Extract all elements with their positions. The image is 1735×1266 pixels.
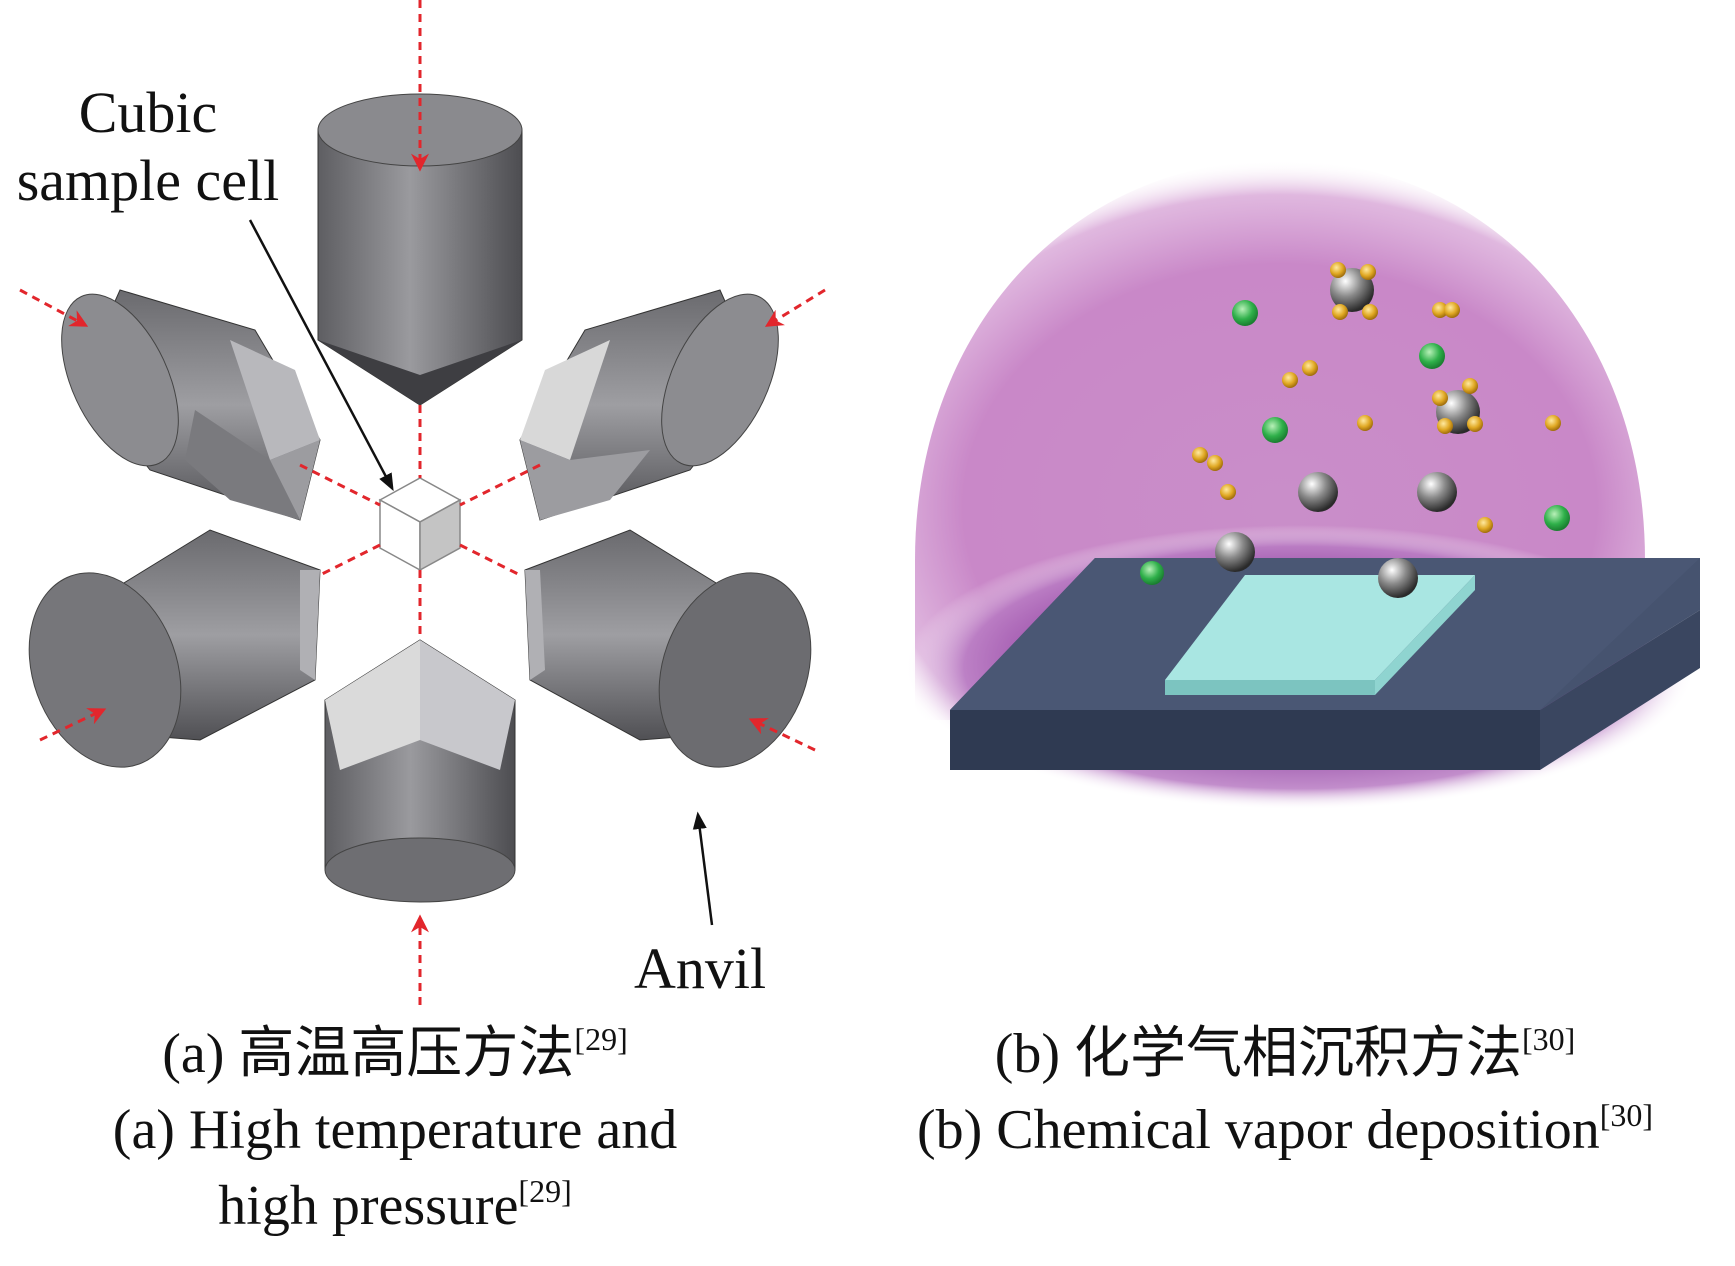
- pointer-sample-cell: [248, 219, 394, 492]
- arrow-upper-left: [19, 288, 89, 327]
- gold-atom: [1192, 447, 1208, 463]
- green-atom: [1419, 343, 1445, 369]
- deposited-film: [1165, 575, 1475, 695]
- gold-atom: [1302, 360, 1318, 376]
- caption-a-en-ref: [29]: [518, 1173, 572, 1209]
- caption-b-zh: (b) 化学气相沉积方法[30]: [835, 1016, 1735, 1092]
- panel-a-hpht-press: Cubic sample cell Anvil: [17, 0, 826, 1005]
- gold-atom: [1467, 416, 1483, 432]
- gold-atom: [1220, 484, 1236, 500]
- caption-a-en-line2-text: high pressure: [218, 1175, 519, 1237]
- grey-atom: [1378, 558, 1418, 598]
- gold-atom: [1282, 372, 1298, 388]
- gold-atom: [1362, 304, 1378, 320]
- label-sample-cell: sample cell: [17, 148, 280, 213]
- caption-panel-a: (a) 高温高压方法[29] (a) High temperature and …: [0, 1016, 790, 1244]
- grey-atom: [1215, 532, 1255, 572]
- label-anvil: Anvil: [634, 936, 766, 1001]
- green-atom: [1140, 561, 1164, 585]
- caption-b-en: (b) Chemical vapor deposition[30]: [835, 1092, 1735, 1168]
- force-arrows: [19, 0, 826, 1005]
- gold-atom: [1477, 517, 1493, 533]
- gold-atom: [1432, 302, 1448, 318]
- gold-atom: [1462, 378, 1478, 394]
- caption-a-zh: (a) 高温高压方法[29]: [0, 1016, 790, 1092]
- gold-atom: [1545, 415, 1561, 431]
- green-atom: [1232, 300, 1258, 326]
- caption-b-en-ref: [30]: [1599, 1097, 1654, 1133]
- force-axes: [299, 405, 541, 640]
- panel-b-cvd-chamber: [905, 160, 1700, 810]
- caption-a-zh-text: (a) 高温高压方法: [162, 1023, 575, 1085]
- pointer-anvil: [692, 811, 714, 926]
- grey-atom: [1417, 472, 1457, 512]
- anvil-top: [317, 93, 523, 406]
- gold-atom: [1444, 302, 1460, 318]
- anvil-lower-left: [28, 529, 321, 768]
- anvil-upper-right: [519, 289, 779, 521]
- green-atoms: [1140, 300, 1570, 585]
- anvil-lower-right: [524, 529, 812, 768]
- caption-a-en-line1: (a) High temperature and: [112, 1099, 678, 1161]
- gold-atom: [1437, 418, 1453, 434]
- anvil-bottom: [324, 639, 516, 903]
- gold-atom: [1357, 415, 1373, 431]
- gold-atom: [1360, 264, 1376, 280]
- green-atom: [1262, 417, 1288, 443]
- caption-b-en-text: (b) Chemical vapor deposition: [916, 1099, 1600, 1161]
- caption-b-zh-text: (b) 化学气相沉积方法: [994, 1023, 1522, 1085]
- label-cubic: Cubic: [79, 80, 218, 145]
- caption-panel-b: (b) 化学气相沉积方法[30] (b) Chemical vapor depo…: [835, 1016, 1735, 1168]
- gold-atom: [1332, 304, 1348, 320]
- caption-a-en-line2: high pressure[29]: [0, 1168, 790, 1244]
- arrow-lower-right: [748, 718, 816, 752]
- cubic-sample-cell: [378, 477, 462, 572]
- arrow-upper-right: [764, 288, 826, 327]
- gold-atoms: [1192, 262, 1561, 533]
- gold-atom: [1207, 455, 1223, 471]
- anvil-upper-left: [61, 289, 321, 521]
- green-atom: [1544, 505, 1570, 531]
- arrow-lower-left: [39, 708, 107, 742]
- gold-atom: [1330, 262, 1346, 278]
- caption-b-zh-ref: [30]: [1521, 1021, 1576, 1057]
- caption-a-zh-ref: [29]: [574, 1021, 628, 1057]
- grey-atom: [1298, 472, 1338, 512]
- grey-atom: [1330, 268, 1374, 312]
- gold-atom: [1432, 390, 1448, 406]
